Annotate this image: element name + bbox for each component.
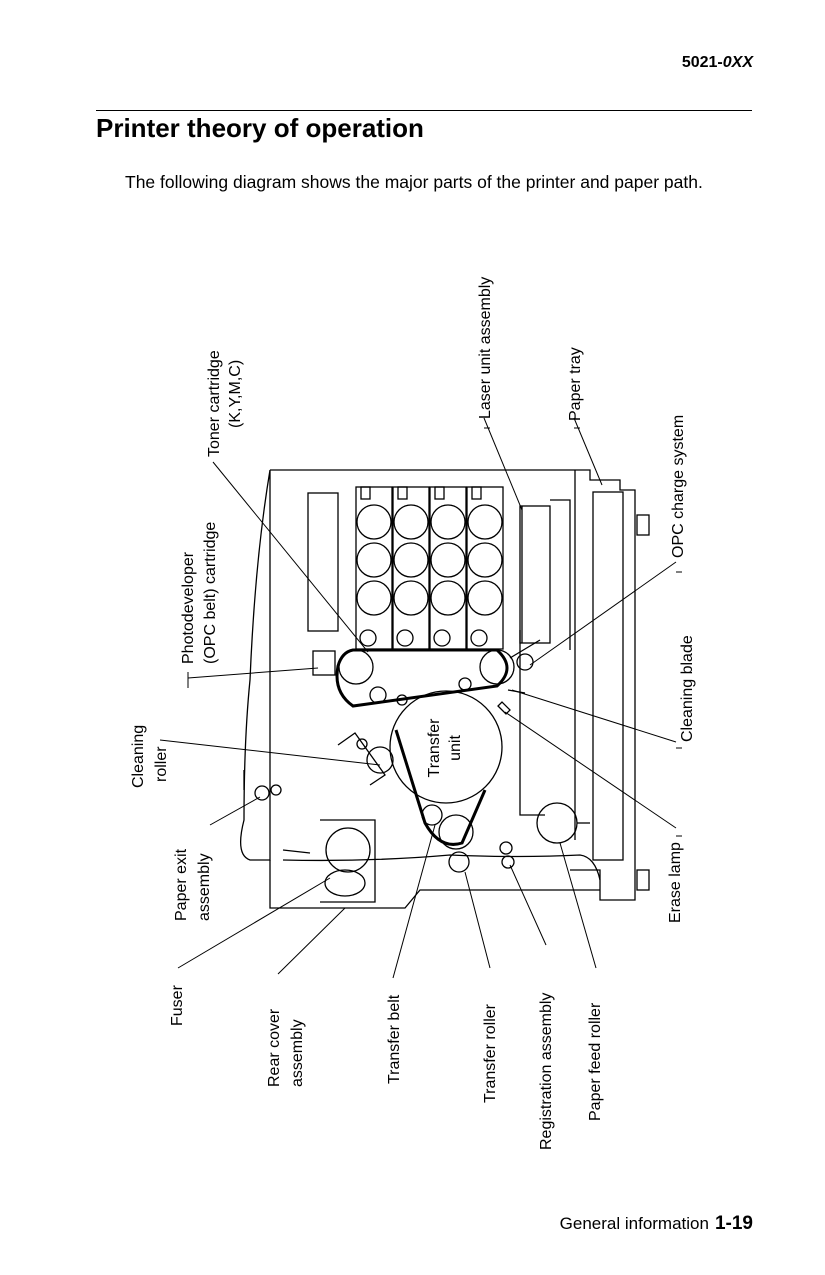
page-footer: General information 1-19: [560, 1213, 753, 1235]
model-number: 5021-0XX: [681, 54, 753, 71]
printer-housing: [239, 469, 650, 909]
label-cleaning-roller-1: Cleaning: [130, 725, 147, 788]
fuser-parts: [320, 819, 376, 903]
label-paper-exit-1: Paper exit: [173, 848, 190, 921]
page-title: Printer theory of operation: [96, 113, 424, 143]
label-toner-cartridge-1: Toner cartridge: [206, 350, 223, 457]
opc-belt: [312, 639, 541, 708]
label-registration: Registration assembly: [538, 993, 555, 1150]
transfer-unit-line-2: unit: [447, 735, 464, 761]
cleaning-roller-parts: [337, 732, 394, 786]
label-erase-lamp: Erase lamp: [667, 842, 684, 923]
label-toner-cartridge-2: (K,Y,M,C): [227, 360, 244, 428]
label-opc-charge: OPC charge system: [670, 415, 687, 558]
label-cleaning-roller-2: roller: [153, 746, 170, 782]
paper-path: [282, 630, 601, 881]
intro-text: The following diagram shows the major pa…: [125, 172, 703, 192]
label-paper-tray: Paper tray: [567, 347, 584, 421]
laser-unit: [519, 499, 571, 650]
callout-labels: Toner cartridge (K,Y,M,C) Photodeveloper…: [130, 277, 696, 1150]
footer-section: General information: [559, 1214, 709, 1233]
leader-lines: [159, 417, 682, 979]
label-photodeveloper-2: (OPC belt) cartridge: [202, 522, 219, 664]
header-rule: [96, 110, 752, 111]
label-paper-exit-2: assembly: [196, 853, 213, 921]
label-rear-cover-2: assembly: [289, 1019, 306, 1087]
paper-exit-rollers: [243, 770, 282, 801]
erase-lamp-part: [497, 701, 511, 715]
page-number: 1-19: [714, 1213, 753, 1234]
transfer-unit-line-1: Transfer: [426, 718, 443, 778]
toner-cartridges: [355, 486, 504, 650]
transfer-unit-label: Transfer unit: [426, 718, 464, 778]
label-transfer-roller: Transfer roller: [482, 1003, 499, 1103]
label-photodeveloper-1: Photodeveloper: [180, 551, 197, 664]
label-transfer-belt: Transfer belt: [386, 994, 403, 1084]
label-cleaning-blade: Cleaning blade: [679, 635, 696, 742]
label-fuser: Fuser: [169, 984, 186, 1026]
paper-tray: [574, 470, 624, 861]
label-rear-cover-1: Rear cover: [266, 1008, 283, 1087]
label-paper-feed-roller: Paper feed roller: [587, 1002, 604, 1121]
label-laser-unit: Laser unit assembly: [477, 277, 494, 419]
transfer-unit: [389, 690, 503, 850]
